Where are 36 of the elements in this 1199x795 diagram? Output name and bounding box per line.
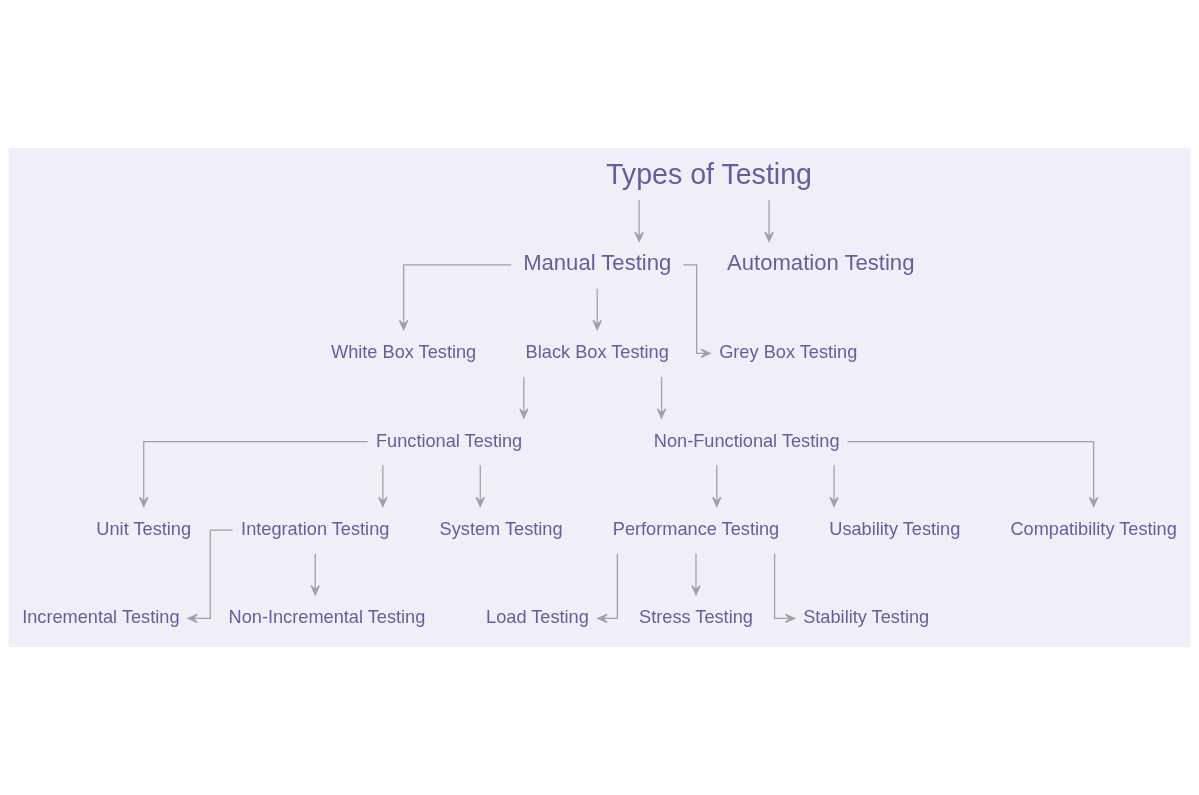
- node-text: Non-Functional Testing: [653, 430, 840, 451]
- arrow: [712, 464, 722, 507]
- node-text: Unit Testing: [96, 518, 192, 539]
- node-text: Usability Testing: [829, 518, 961, 539]
- node-text: Stability Testing: [803, 607, 930, 628]
- node-text: White Box Testing: [330, 342, 477, 363]
- node-text: Grey Box Testing: [719, 342, 858, 363]
- node-text: System Testing: [439, 518, 563, 539]
- arrow: [519, 376, 529, 419]
- node-text: Incremental Testing: [22, 607, 180, 628]
- arrow: [691, 553, 701, 596]
- node-text: Non-Incremental Testing: [228, 607, 426, 628]
- arrow: [846, 441, 1099, 507]
- arrow: [634, 199, 644, 242]
- node-text: Performance Testing: [612, 518, 780, 539]
- node-text: Manual Testing: [523, 250, 672, 276]
- node-text: Functional Testing: [375, 430, 523, 451]
- arrow: [773, 553, 796, 624]
- node-text: Types of Testing: [605, 157, 812, 190]
- arrow: [475, 464, 485, 507]
- arrow: [187, 529, 234, 624]
- node-text: Black Box Testing: [525, 342, 669, 363]
- node-text: Automation Testing: [727, 250, 915, 276]
- arrow: [398, 264, 512, 331]
- arrow: [378, 464, 388, 507]
- arrow: [764, 199, 774, 242]
- node-text: Compatibility Testing: [1010, 518, 1177, 539]
- arrow: [829, 464, 839, 507]
- arrow: [592, 288, 602, 331]
- arrow: [656, 376, 667, 419]
- arrow: [310, 553, 320, 596]
- arrow: [138, 441, 369, 507]
- arrow: [597, 553, 618, 624]
- node-text: Load Testing: [486, 607, 589, 628]
- node-text: Stress Testing: [639, 607, 753, 628]
- node-text: Integration Testing: [241, 518, 390, 539]
